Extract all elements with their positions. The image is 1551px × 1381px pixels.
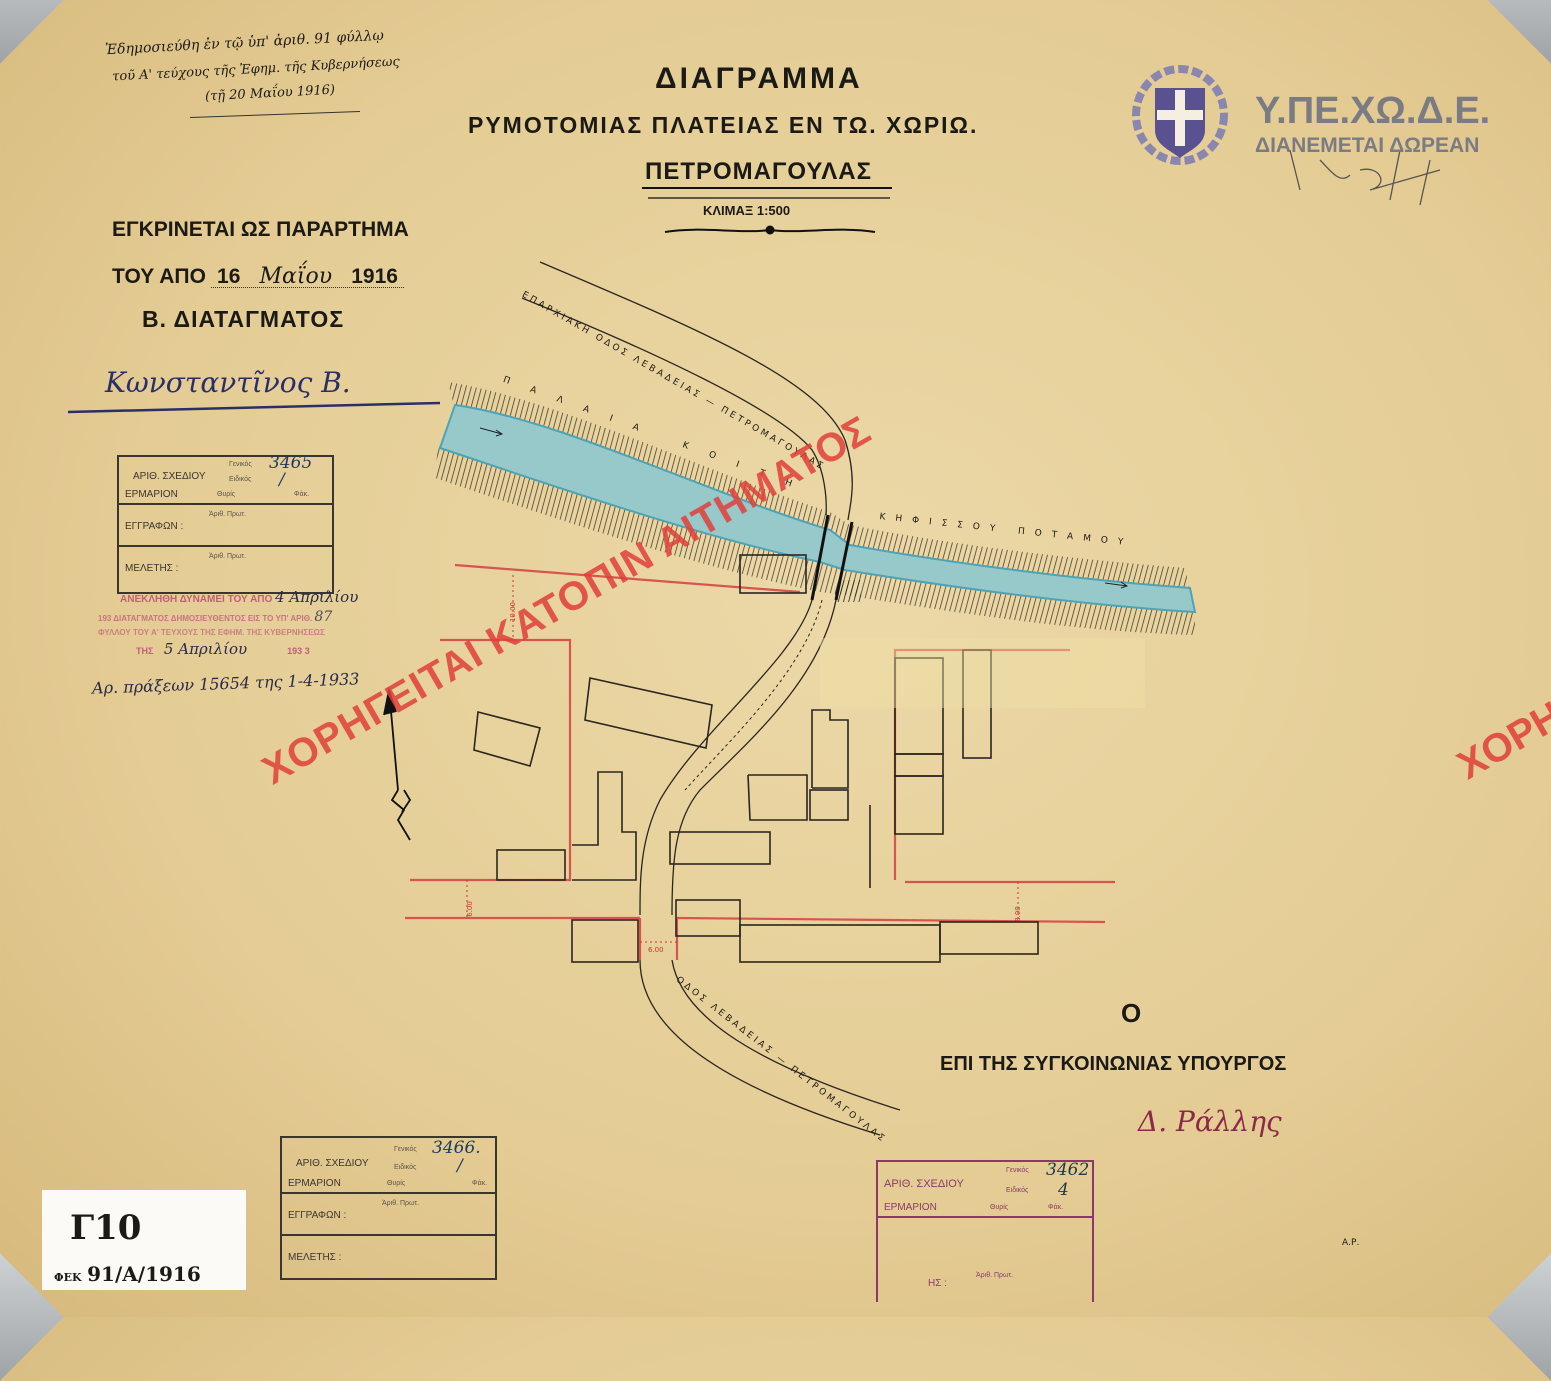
revocation-date-hand: 4 Απριλίου	[275, 588, 359, 606]
approval-prefix: ΤΟΥ ΑΠΟ	[112, 265, 206, 288]
north-arrow-icon	[383, 686, 412, 841]
river-bank-north	[448, 382, 1190, 590]
highlight-area	[820, 638, 1145, 708]
catalog-fek-prefix: ΦΕΚ	[54, 1271, 82, 1284]
revocation-stamp: ΑΝΕΚΛΗΘΗ ΔΥΝΑΜΕΙ ΤΟΥ ΑΠΟ 4 Απριλίου 193 …	[90, 588, 390, 664]
width-label-6: 6.00	[465, 901, 474, 917]
town-plan-map	[67, 65, 1441, 1136]
stamp-shelf-label: Θυρίς	[217, 491, 236, 498]
logo-free-distribution: ΔΙΑΝΕΜΕΤΑΙ ΔΩΡΕΑΝ	[1255, 134, 1480, 157]
title-subject: ΡΥΜΟΤΟΜΙΑΣ ΠΛΑΤΕΙΑΣ ΕΝ ΤΩ. ΧΩΡΙΩ.	[468, 112, 979, 138]
handwritten-reference	[1289, 149, 1441, 206]
width-label-8: 8.00	[1013, 906, 1022, 922]
stamp-docs-label: ΕΓΓΡΑΦΩΝ :	[125, 521, 184, 532]
corner-initials: Α.Ρ.	[1342, 1238, 1360, 1248]
catalog-fek-number: 91/Α/1916	[87, 1262, 201, 1286]
catalog-fek: ΦΕΚ 91/Α/1916	[54, 1262, 201, 1286]
road-edge	[671, 599, 837, 916]
stamp-protocol-label: Ἀριθ. Πρωτ.	[209, 553, 247, 560]
stamp-specific-label: Ειδικός	[229, 476, 252, 483]
scale-label: ΚΛΙΜΑΞ 1:500	[703, 203, 791, 218]
revocation-line3: ΦΥΛΛΟΥ ΤΟΥ Α' ΤΕΥΧΟΥΣ ΤΗΣ ΕΦΗΜ. ΤΗΣ ΚΥΒΕ…	[98, 628, 325, 637]
title-place: ΠΕΤΡΟΜΑΓΟΥΛΑΣ	[645, 158, 872, 185]
archive-stamp-3: ΑΡΙΘ. ΣΧΕΔΙΟΥ Γενικός 3462 Ειδικός 4 ΕΡΜ…	[876, 1160, 1094, 1302]
approval-signature: Κωνσταντῖνος Β.	[105, 366, 351, 399]
stamp-study-label: ΜΕΛΕΤΗΣ :	[288, 1252, 342, 1263]
stamp-specific-label: Ειδικός	[394, 1164, 417, 1171]
stamp-folder-label: Φάκ.	[472, 1180, 488, 1187]
stamp-protocol-label: Ἀριθ. Πρωτ.	[976, 1272, 1014, 1279]
logo-org-text: Υ.ΠΕ.ΧΩ.Δ.Ε.	[1255, 90, 1491, 132]
greek-coat-of-arms-logo	[1132, 65, 1228, 165]
stamp-general-label: Γενικός	[394, 1146, 417, 1153]
stamp-specific-label: Ειδικός	[1006, 1187, 1029, 1194]
stamp-folder-label: Φάκ.	[1048, 1204, 1064, 1211]
approval-year: 1916	[351, 265, 398, 288]
road-edge	[671, 959, 901, 1111]
approval-day: 16	[217, 265, 241, 288]
stamp-shelf-label: Θυρίς	[990, 1204, 1009, 1211]
stamp-cabinet-label: ΕΡΜΑΡΙΟΝ	[288, 1178, 341, 1189]
stamp-plan-label: ΑΡΙΘ. ΣΧΕΔΙΟΥ	[296, 1158, 369, 1169]
revocation-line2: 193 ΔΙΑΤΑΓΜΑΤΟΣ ΔΗΜΟΣΙΕΥΘΕΝΤΟΣ ΕΙΣ ΤΟ ΥΠ…	[98, 614, 313, 623]
catalog-code: Γ10	[70, 1208, 142, 1248]
stamp-general-label: Γενικός	[1006, 1167, 1029, 1174]
street-width-marks	[466, 575, 1019, 943]
bridge-west	[810, 514, 830, 601]
stamp-shelf-label: Θυρίς	[387, 1180, 406, 1187]
stamp-specific-number: 4	[1058, 1180, 1069, 1200]
scale-ornament	[648, 197, 890, 235]
stamp-cabinet-label: ΕΡΜΑΡΙΟΝ	[884, 1202, 937, 1213]
archive-stamp-1: ΑΡΙΘ. ΣΧΕΔΙΟΥ Γενικός 3465 Ειδικός / ΕΡΜ…	[117, 455, 334, 594]
stamp-folder-label: Φάκ.	[294, 491, 310, 498]
revocation-line4: ΤΗΣ	[136, 646, 154, 656]
revocation-pubdate-hand: 5 Απριλίου	[163, 640, 248, 658]
road-centerline	[684, 599, 823, 791]
stamp-cabinet-label: ΕΡΜΑΡΙΟΝ	[125, 489, 178, 500]
stamp-general-number: 3462	[1046, 1160, 1090, 1180]
stamp-general-number: 3466.	[432, 1138, 481, 1158]
approval-month: Μαΐου	[259, 264, 333, 289]
stamp-protocol-label: Ἀριθ. Πρωτ.	[209, 511, 247, 518]
archive-stamp-2: ΑΡΙΘ. ΣΧΕΔΙΟΥ Γενικός 3466. Ειδικός / ΕΡ…	[280, 1136, 497, 1280]
flow-arrow-icon	[1104, 581, 1129, 589]
title-diagram: ΔΙΑΓΡΑΜΜΑ	[655, 62, 863, 95]
stamp-plan-label: ΑΡΙΘ. ΣΧΕΔΙΟΥ	[133, 471, 206, 482]
stamp-general-label: Γενικός	[229, 461, 252, 468]
road-edge	[639, 959, 881, 1136]
river-water	[438, 403, 1197, 614]
minister-initial: Ο	[1121, 998, 1142, 1028]
catalog-label: Γ10 ΦΕΚ 91/Α/1916	[42, 1190, 246, 1290]
stamp-plan-label: ΑΡΙΘ. ΣΧΕΔΙΟΥ	[884, 1178, 964, 1190]
flow-arrow-icon	[479, 427, 504, 437]
approval-line1: ΕΓΚΡΙΝΕΤΑΙ ΩΣ ΠΑΡΑΡΤΗΜΑ	[112, 218, 409, 241]
stamp-specific-number: /	[279, 470, 285, 490]
revocation-line1: ΑΝΕΚΛΗΘΗ ΔΥΝΑΜΕΙ ΤΟΥ ΑΠΟ	[120, 594, 273, 605]
stamp-study-label: ΜΕΛΕΤΗΣ :	[125, 563, 179, 574]
provincial-road-edge	[539, 261, 853, 521]
bridge-pier	[835, 580, 861, 602]
revocation-issue-hand: 87	[314, 609, 333, 625]
approval-signature-underline	[67, 401, 441, 414]
stamp-general-number: 3465	[269, 453, 313, 473]
approval-decree: Β. ΔΙΑΤΑΓΜΑΤΟΣ	[142, 306, 345, 332]
stamp-protocol-label: Ἀριθ. Πρωτ.	[382, 1200, 420, 1207]
minister-title: ΕΠΙ ΤΗΣ ΣΥΓΚΟΙΝΩΝΙΑΣ ΥΠΟΥΡΓΟΣ	[940, 1053, 1287, 1075]
approval-line2: ΤΟΥ ΑΠΟ 16 Μαΐου 1916	[112, 264, 404, 289]
provincial-road-edge	[521, 297, 827, 516]
road-edge	[639, 599, 813, 916]
river-bank-south	[435, 445, 1195, 635]
revocation-year: 193 3	[287, 646, 310, 656]
width-label-6: 6.00	[648, 946, 664, 954]
stamp-specific-number: /	[457, 1156, 463, 1176]
buildings	[473, 554, 1039, 963]
stamp-docs-label: ΗΣ :	[928, 1278, 947, 1289]
stamp-docs-label: ΕΓΓΡΑΦΩΝ :	[288, 1210, 347, 1221]
minister-signature: Δ. Ράλλης	[1138, 1105, 1282, 1138]
